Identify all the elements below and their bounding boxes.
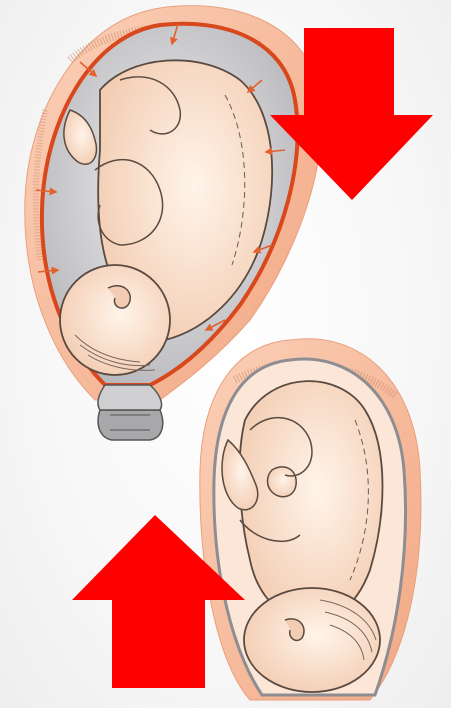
lower-uterus-diagram [200,339,421,700]
upper-fetus-head [60,265,170,375]
lower-fetus-body [240,381,383,621]
lower-fetus-head [244,588,380,692]
lower-fetus-hand [268,467,297,497]
upper-cervix [98,385,163,440]
